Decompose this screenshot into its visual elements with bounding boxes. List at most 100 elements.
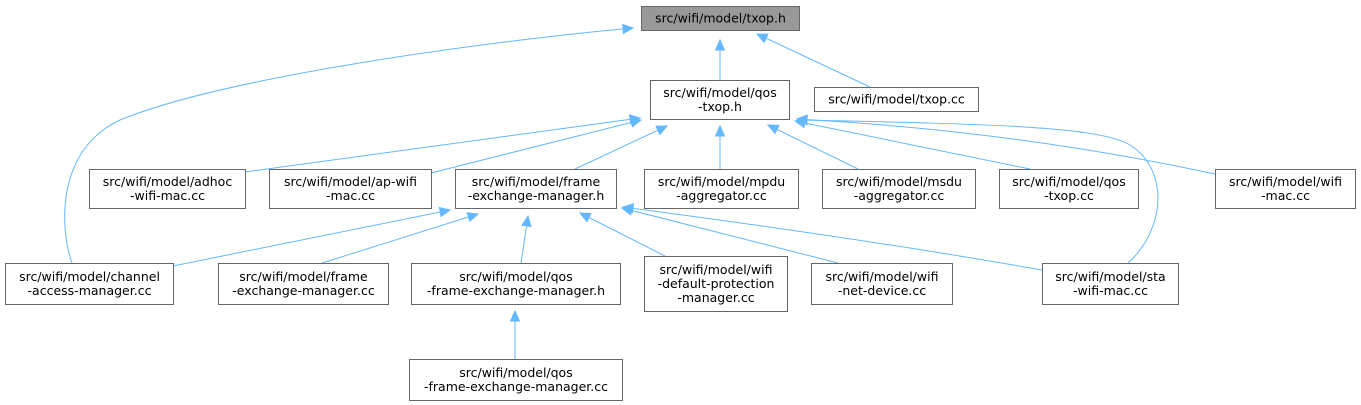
edge-channel_access_manager_cc-to-txop_h <box>64 23 635 264</box>
edge-line <box>796 119 1159 264</box>
node-label-line: src/wifi/model/wifi <box>660 262 773 277</box>
edge-adhoc_wifi_mac_cc-to-qos_txop_h <box>244 114 642 173</box>
node-ap-wifi-mac-cc[interactable]: src/wifi/model/ap-wifi-mac.cc <box>269 169 432 209</box>
node-label-line: -wifi-mac.cc <box>130 188 205 203</box>
node-label-line: -frame-exchange-manager.cc <box>424 379 608 394</box>
node-box <box>814 87 979 112</box>
node-box <box>455 169 617 209</box>
edge-line <box>579 212 666 257</box>
edge-qos_txop_cc-to-qos_txop_h <box>793 117 1031 170</box>
node-channel-access-manager-cc[interactable]: src/wifi/model/channel-access-manager.cc <box>5 263 174 305</box>
node-label-line: -wifi-mac.cc <box>1073 283 1148 298</box>
edge-arrowhead <box>466 212 480 223</box>
node-sta-wifi-mac-cc[interactable]: src/wifi/model/sta-wifi-mac.cc <box>1042 263 1179 305</box>
node-label-line: src/wifi/model/frame <box>239 269 368 284</box>
edge-line <box>756 33 871 88</box>
node-label-line: src/wifi/model/txop.h <box>655 11 786 26</box>
node-label-line: src/wifi/model/msdu <box>836 174 962 189</box>
node-label-line: src/wifi/model/mpdu <box>658 174 785 189</box>
edge-arrowhead <box>755 33 769 44</box>
node-qos-frame-exchange-manager-h[interactable]: src/wifi/model/qos-frame-exchange-manage… <box>411 263 621 305</box>
edge-line <box>172 209 451 267</box>
edge-arrowhead <box>795 114 808 126</box>
edge-frame_exchange_manager_h-to-qos_txop_h <box>574 125 669 170</box>
node-box <box>218 263 389 305</box>
edge-line <box>622 206 1043 271</box>
edge-arrowhead <box>521 214 532 228</box>
node-label-line: -exchange-manager.h <box>468 188 605 203</box>
node-qos-txop-cc[interactable]: src/wifi/model/qos-txop.cc <box>999 169 1139 209</box>
node-label-line: src/wifi/model/sta <box>1055 269 1165 284</box>
edge-qos_frame_exchange_manager_cc-to-qos_frame_exchange_manager_h <box>509 309 521 359</box>
edge-arrowhead <box>622 23 635 35</box>
node-wifi-net-device-cc[interactable]: src/wifi/model/wifi-net-device.cc <box>811 263 953 305</box>
edge-line <box>621 207 839 264</box>
node-label-line: src/wifi/model/qos <box>459 365 572 380</box>
edge-txop_cc-to-txop_h <box>755 33 871 88</box>
node-box <box>1215 169 1356 209</box>
node-box <box>822 169 976 209</box>
node-box-root <box>641 6 800 31</box>
node-label-line: -exchange-manager.cc <box>232 283 375 298</box>
node-mpdu-aggregator-cc[interactable]: src/wifi/model/mpdu-aggregator.cc <box>644 169 799 209</box>
edge-arrowhead <box>509 309 521 322</box>
node-box <box>269 169 432 209</box>
node-label-line: src/wifi/model/wifi <box>1229 174 1342 189</box>
node-label-line: src/wifi/model/wifi <box>826 269 939 284</box>
node-msdu-aggregator-cc[interactable]: src/wifi/model/msdu-aggregator.cc <box>822 169 976 209</box>
node-txop-cc[interactable]: src/wifi/model/txop.cc <box>814 87 979 112</box>
node-label-line: -default-protection <box>658 276 775 291</box>
node-box <box>644 256 788 312</box>
edge-wifi_net_device_cc-to-frame_exchange_manager_h <box>620 205 839 264</box>
edge-qos_frame_exchange_manager_h-to-frame_exchange_manager_h <box>520 214 532 264</box>
node-label-line: -mac.cc <box>1261 188 1310 203</box>
node-label-line: -net-device.cc <box>838 283 926 298</box>
node-box <box>409 359 623 401</box>
node-label-line: src/wifi/model/ap-wifi <box>284 174 417 189</box>
node-qos-frame-exchange-manager-cc[interactable]: src/wifi/model/qos-frame-exchange-manage… <box>409 359 623 401</box>
node-wifi-default-protection-manager-cc[interactable]: src/wifi/model/wifi-default-protection-m… <box>644 256 788 312</box>
edge-sta_wifi_mac_cc-to-qos_txop_h <box>795 114 1159 264</box>
node-label-line: src/wifi/model/channel <box>19 269 160 284</box>
edge-arrowhead <box>714 38 726 51</box>
edge-line <box>321 213 479 264</box>
node-label-line: src/wifi/model/frame <box>472 174 601 189</box>
node-qos-txop-h[interactable]: src/wifi/model/qos-txop.h <box>650 80 790 120</box>
edge-wifi_default_protection_manager_cc-to-frame_exchange_manager_h <box>578 212 666 257</box>
edge-line <box>244 117 641 173</box>
node-label-line: src/wifi/model/qos <box>1012 174 1125 189</box>
edge-line <box>574 125 668 170</box>
node-frame-exchange-manager-cc[interactable]: src/wifi/model/frame-exchange-manager.cc <box>218 263 389 305</box>
edge-arrowhead <box>621 203 635 214</box>
edge-msdu_aggregator_cc-to-qos_txop_h <box>766 124 859 170</box>
node-adhoc-wifi-mac-cc[interactable]: src/wifi/model/adhoc-wifi-mac.cc <box>89 169 246 209</box>
node-frame-exchange-manager-h[interactable]: src/wifi/model/frame-exchange-manager.h <box>455 169 617 209</box>
node-label-line: -aggregator.cc <box>854 188 945 203</box>
edge-qos_txop_h-to-txop_h <box>714 38 726 80</box>
edge-line <box>794 120 1031 170</box>
node-box <box>411 263 621 305</box>
node-label-line: src/wifi/model/adhoc <box>103 174 233 189</box>
node-label-line: src/wifi/model/qos <box>459 269 572 284</box>
nodes-layer: src/wifi/model/txop.hsrc/wifi/model/qos-… <box>5 6 1356 401</box>
node-box <box>999 169 1139 209</box>
edge-frame_exchange_manager_cc-to-frame_exchange_manager_h <box>321 212 480 264</box>
edge-arrowhead <box>629 117 643 128</box>
edge-channel_access_manager_cc-to-frame_exchange_manager_h <box>172 206 452 267</box>
edge-sta_wifi_mac_cc-to-frame_exchange_manager_h <box>621 203 1043 271</box>
edge-arrowhead <box>655 125 669 136</box>
node-txop-h[interactable]: src/wifi/model/txop.h <box>641 6 800 31</box>
node-box <box>5 263 174 305</box>
edge-arrowhead <box>438 206 452 218</box>
edge-arrowhead <box>766 124 780 135</box>
edge-line <box>796 118 1216 175</box>
edge-arrowhead <box>578 212 592 223</box>
node-wifi-mac-cc[interactable]: src/wifi/model/wifi-mac.cc <box>1215 169 1356 209</box>
edge-line <box>430 119 642 174</box>
edge-mpdu_aggregator_cc-to-qos_txop_h <box>714 124 726 169</box>
edge-ap_wifi_mac_cc-to-qos_txop_h <box>430 117 643 174</box>
edge-wifi_mac_cc-to-qos_txop_h <box>795 114 1216 175</box>
node-box <box>1042 263 1179 305</box>
node-box <box>811 263 953 305</box>
